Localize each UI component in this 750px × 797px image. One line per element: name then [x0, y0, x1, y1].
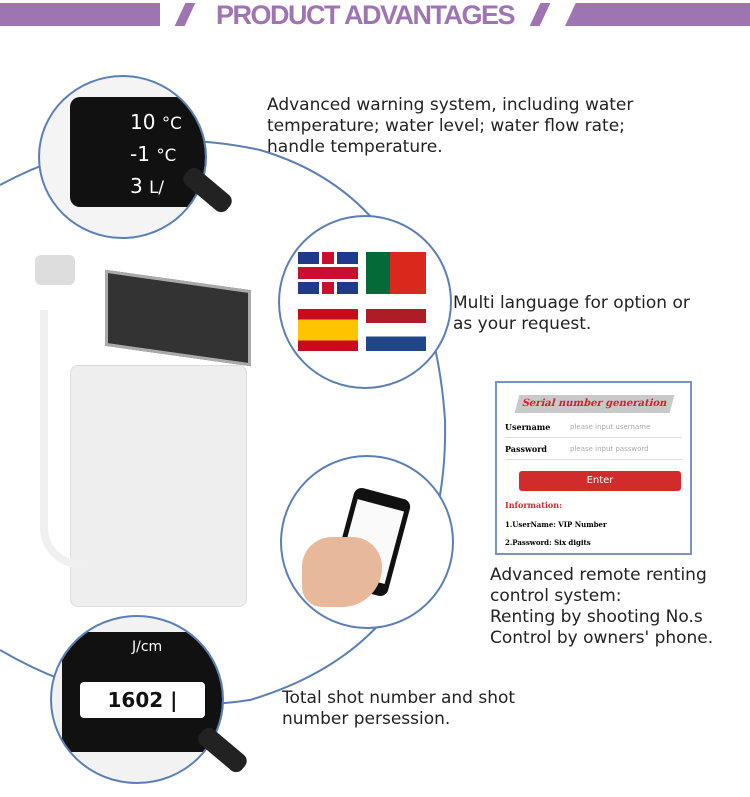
renting-line: control system: [490, 586, 622, 606]
serial-title: Serial number generation [514, 395, 675, 413]
handle-temp-reading: -1 °C [130, 142, 177, 166]
info-label: Information: [505, 500, 563, 510]
language-circle [278, 215, 452, 389]
info-line-2: 2.Password: Six digits [505, 538, 591, 547]
total-shots: 1602 [107, 688, 164, 712]
renting-text: Advanced remote renting control system: … [490, 565, 713, 649]
renting-line: Advanced remote renting [490, 565, 707, 585]
shots-magnifier: J/cm 1602 | 1879 [50, 615, 224, 784]
flow-reading: 3 L/ [130, 174, 164, 198]
netherlands-flag [366, 309, 426, 351]
serial-number-panel: Serial number generation Username please … [495, 381, 692, 555]
info-line-1: 1.UserName: VIP Number [505, 520, 607, 529]
shots-text: Total shot number and shot number perses… [282, 688, 516, 729]
username-label: Username [505, 422, 551, 432]
renting-line: Control by owners' phone. [490, 628, 714, 648]
water-temp-reading: 10 °C [130, 110, 182, 134]
password-label: Password [505, 444, 548, 454]
machine-image [25, 250, 255, 607]
renting-line: Renting by shooting No.s [490, 607, 703, 627]
portugal-flag [366, 252, 426, 294]
uk-flag [298, 252, 358, 294]
header-band-left [0, 3, 160, 26]
session-shots: 1879 [114, 724, 171, 748]
username-input[interactable]: please input username [570, 423, 651, 431]
enter-button[interactable]: Enter [519, 471, 681, 491]
language-text: Multi language for option or as your req… [453, 293, 690, 334]
warning-text: Advanced warning system, including water… [267, 95, 634, 157]
energy-unit: J/cm [132, 639, 163, 655]
spain-flag [298, 309, 358, 351]
phone-circle [280, 455, 454, 629]
warning-magnifier: 10 °C -1 °C 3 L/ [38, 75, 207, 239]
password-input[interactable]: please input password [570, 445, 649, 453]
page-title: PRODUCT ADVANTAGES [215, 0, 516, 30]
